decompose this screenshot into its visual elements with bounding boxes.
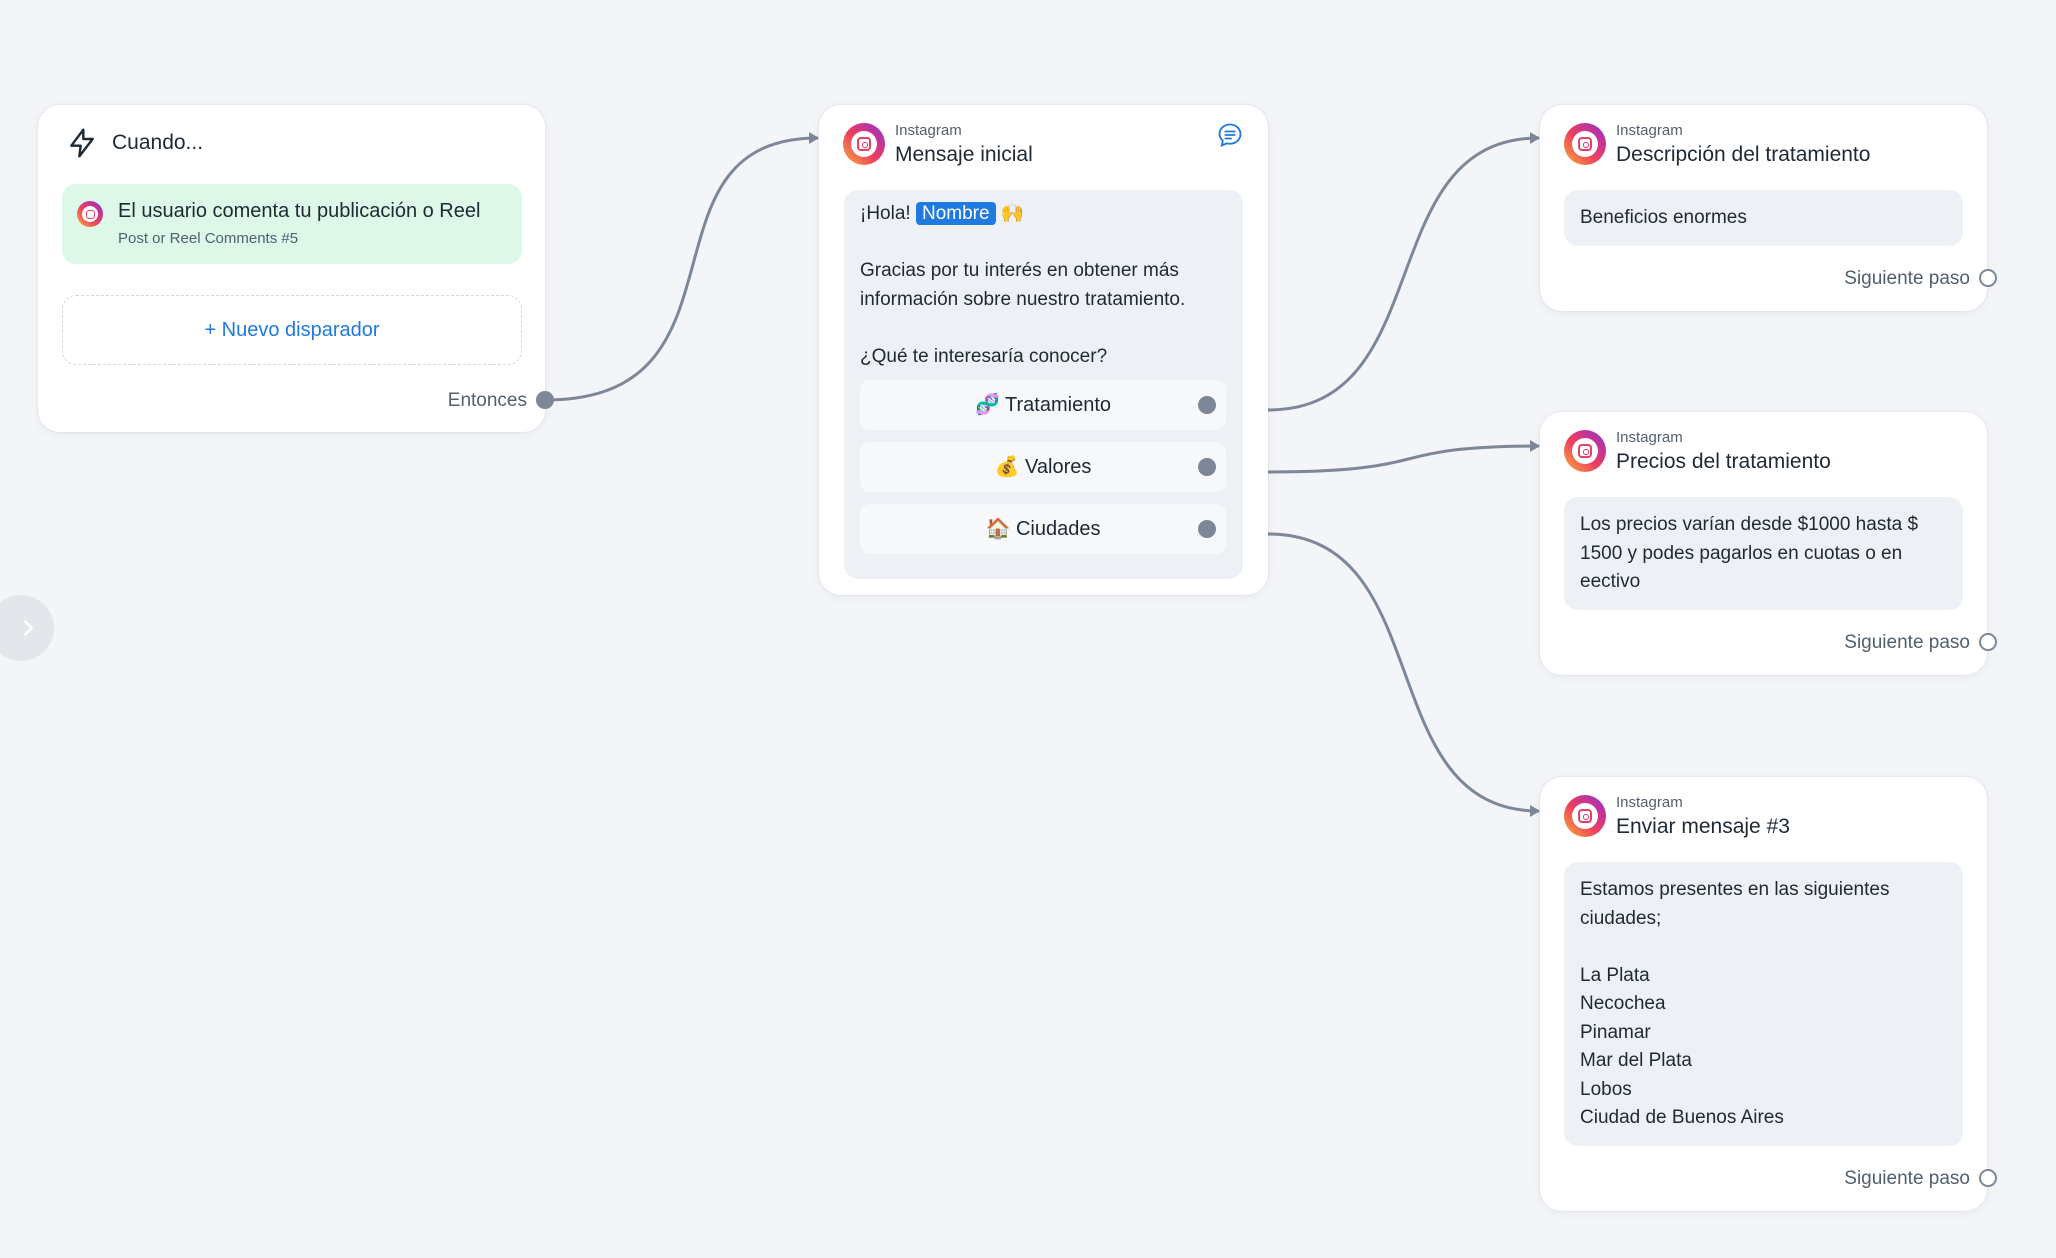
next-step-label: Siguiente paso [1844,268,1970,289]
trigger-header: Cuando... [66,127,203,159]
choice-output-port[interactable] [1198,520,1216,538]
greeting-prefix: ¡Hola! [860,203,916,224]
node-title: Precios del tratamiento [1616,450,1831,473]
greeting-line: ¡Hola! Nombre 🙌 [860,200,1227,229]
message-line: Ciudad de Buenos Aires [1580,1107,1784,1128]
main-message-body: ¡Hola! Nombre 🙌 Gracias por tu interés e… [844,190,1243,579]
node-platform-label: Instagram [895,122,962,139]
connector-tratamiento-to-descripcion-curve [1267,132,1540,412]
node-platform-label: Instagram [1616,429,1683,446]
connector-valores-to-precios-curve [1267,440,1540,474]
message-line: información sobre nuestro tratamiento. [860,288,1186,310]
choice-button-valores[interactable]: 💰 Valores [860,442,1226,492]
node-title: Descripción del tratamiento [1616,143,1871,166]
instagram-icon [1564,795,1606,837]
choice-output-port[interactable] [1198,458,1216,476]
lightning-icon [70,128,94,158]
instagram-icon [1564,430,1606,472]
instagram-icon [77,201,103,227]
next-step-label: Siguiente paso [1844,1168,1970,1189]
message-line: Gracias por tu interés en obtener más [860,260,1179,281]
choice-button-ciudades[interactable]: 🏠 Ciudades [860,504,1226,554]
connector-trigger-to-main [545,132,819,402]
choice-label: 🧬 Tratamiento [974,393,1112,416]
message-line [1580,933,1947,962]
node-platform-label: Instagram [1616,794,1683,811]
message-line: Mar del Plata [1580,1050,1692,1071]
message-line: La Plata [1580,964,1650,986]
message-line: Beneficios enormes [1580,207,1747,228]
choice-button-tratamiento[interactable]: 🧬 Tratamiento [860,380,1226,430]
trigger-event-card[interactable]: El usuario comenta tu publicación o Reel… [62,184,522,264]
next-step-port[interactable] [1979,1169,1997,1187]
message-line: Pinamar [1580,1021,1651,1043]
message-line: eectivo [1580,571,1641,592]
message-body: Estamos presentes en las siguientes ciud… [1564,862,1963,1146]
name-variable-tag[interactable]: Nombre [915,202,996,225]
precios-node[interactable]: Instagram Precios del tratamiento Los pr… [1540,412,1997,675]
next-step-label: Siguiente paso [1844,632,1970,653]
message-line [860,229,1227,258]
message-line: ciudades; [1580,907,1662,929]
greeting-emoji: 🙌 [995,203,1025,224]
message-line: Estamos presentes en las siguientes [1580,879,1890,900]
then-label: Entonces [447,390,527,411]
connector-ciudades-to-enviar-curve [1267,532,1540,817]
node-platform-label: Instagram [1616,122,1683,139]
instagram-icon [843,123,885,165]
message-line: Lobos [1580,1078,1632,1100]
new-trigger-button[interactable]: + Nuevo disparador [62,295,522,365]
trigger-node[interactable]: Cuando... El usuario comenta tu publicac… [38,105,554,432]
choice-label: 💰 Valores [994,455,1092,478]
node-title: Mensaje inicial [895,143,1033,166]
trigger-event-subtitle: Post or Reel Comments #5 [118,230,299,247]
message-line: Necochea [1580,993,1666,1014]
trigger-header-label: Cuando... [112,131,204,154]
chat-bubble-icon[interactable] [1216,121,1244,149]
descripcion-node[interactable]: Instagram Descripción del tratamiento Be… [1540,105,1997,311]
message-line [860,314,1227,343]
message-line: 1500 y podes pagarlos en cuotas o en [1580,542,1903,564]
message-body: Beneficios enormes [1564,190,1963,246]
next-step-port[interactable] [1979,269,1997,287]
trigger-event-title: El usuario comenta tu publicación o Reel [118,200,481,222]
message-body: Los precios varían desde $1000 hasta $ 1… [1564,497,1963,610]
main-message-node[interactable]: Instagram Mensaje inicial ¡Hola! Nombre … [819,105,1268,595]
message-line: Los precios varían desde $1000 hasta $ [1580,514,1919,535]
sidebar-toggle-button[interactable] [0,595,54,661]
choice-output-port[interactable] [1198,396,1216,414]
chevron-right-icon [24,620,33,636]
choice-label: 🏠 Ciudades [985,517,1101,540]
next-step-port[interactable] [1979,633,1997,651]
enviar-mensaje-node[interactable]: Instagram Enviar mensaje #3 Estamos pres… [1540,777,1997,1211]
trigger-output-port[interactable] [536,391,554,409]
instagram-icon [1564,123,1606,165]
node-title: Enviar mensaje #3 [1616,815,1790,838]
message-line: ¿Qué te interesaría conocer? [860,345,1108,367]
